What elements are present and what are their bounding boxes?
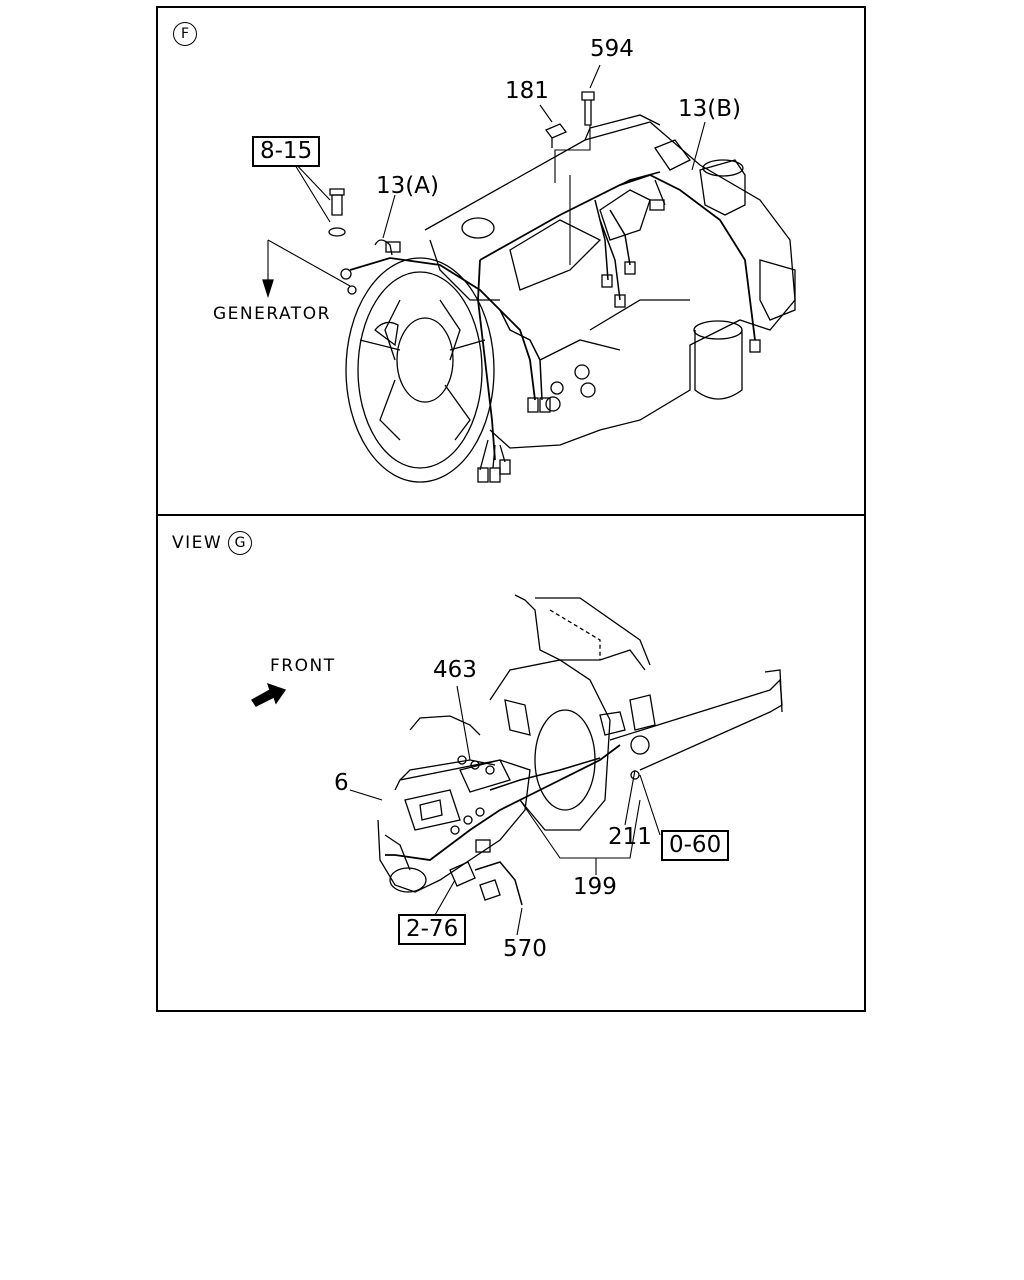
ref-box-0-60: 0-60 (661, 830, 730, 861)
ref-box-2-76: 2-76 (398, 914, 467, 945)
section-divider (156, 514, 866, 516)
callout-463: 463 (433, 657, 477, 683)
callout-13b: 13(B) (678, 96, 741, 122)
callout-211: 211 (608, 824, 652, 850)
diagram-frame (156, 6, 866, 1012)
section-g-marker: G (228, 531, 252, 555)
callout-199: 199 (573, 874, 617, 900)
callout-594: 594 (590, 36, 634, 62)
ref-box-8-15: 8-15 (252, 136, 321, 167)
view-label: VIEW (172, 533, 223, 553)
callout-6: 6 (334, 770, 349, 796)
callout-570: 570 (503, 936, 547, 962)
section-f-marker: F (173, 22, 197, 46)
callout-13a: 13(A) (376, 173, 439, 199)
front-label: FRONT (270, 656, 336, 676)
callout-181: 181 (505, 78, 549, 104)
generator-label: GENERATOR (213, 304, 331, 324)
